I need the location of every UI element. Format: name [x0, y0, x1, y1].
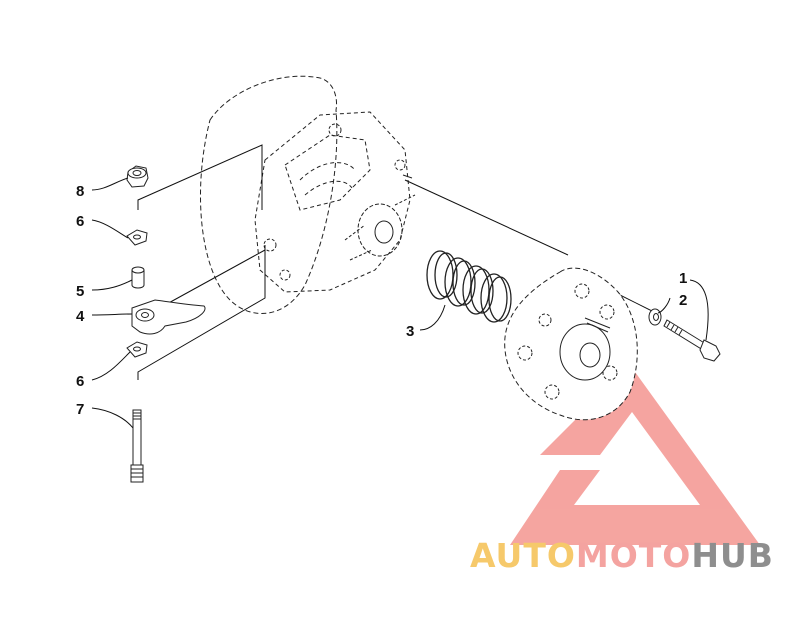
bolt	[663, 319, 721, 362]
axis-line-main	[404, 179, 569, 256]
bolt-threads	[666, 321, 683, 336]
automotohub-logo	[510, 365, 760, 545]
spider-window	[284, 134, 371, 211]
cover-plate	[504, 267, 638, 421]
callout-leaders	[91, 177, 709, 429]
roller-arm	[131, 299, 206, 335]
stud-bracket-line	[137, 245, 266, 380]
washer	[648, 308, 662, 326]
callout-8: 8	[76, 183, 84, 200]
pin-stud	[130, 409, 144, 483]
callout-labels: 8 6 5 4 6 7 3 1 2	[76, 183, 687, 418]
callout-1: 1	[679, 270, 687, 287]
spider-bolt-lower	[279, 269, 291, 281]
cover-embossing	[584, 317, 611, 333]
spider-body	[254, 111, 411, 293]
spider-bolt-right	[394, 159, 406, 171]
logo-triangle-mark	[510, 365, 760, 545]
callout-2: 2	[679, 292, 687, 309]
hub-spokes	[344, 194, 416, 261]
sheave-outline	[199, 75, 338, 314]
wordmark-hub: HUB	[691, 536, 774, 575]
bolt-shank	[663, 319, 707, 351]
automotohub-wordmark: AUTOMOTOHUB	[470, 536, 774, 575]
washer-upper	[126, 229, 148, 246]
callout-6-upper: 6	[76, 213, 84, 230]
stud-threads-top	[133, 412, 141, 420]
arm-pin-line	[164, 249, 266, 306]
callout-6-lower: 6	[76, 373, 84, 390]
lock-nut	[126, 165, 149, 188]
stud-threads-bottom	[131, 468, 143, 478]
callout-7: 7	[76, 401, 84, 418]
spider-bolt-left	[263, 238, 277, 252]
callout-5: 5	[76, 283, 84, 300]
bolt-head	[699, 339, 721, 362]
bushing	[131, 266, 145, 289]
washer-lower	[126, 341, 148, 358]
hub-bore	[374, 220, 394, 244]
svg-text:AUTOMOTOHUB: AUTOMOTOHUB	[470, 536, 774, 575]
spider-bolt-top	[328, 123, 342, 137]
housing-stud	[402, 174, 413, 179]
callout-3: 3	[406, 323, 414, 340]
clutch-housing	[199, 75, 416, 314]
hub-boss	[357, 203, 403, 257]
logo-inner-cut	[600, 440, 668, 490]
spider-rib	[299, 162, 356, 196]
wordmark-moto: MOTO	[576, 536, 691, 575]
wordmark-auto: AUTO	[470, 536, 576, 575]
cover-bore	[579, 342, 601, 368]
spring	[426, 250, 512, 323]
arm-bracket-line	[137, 144, 263, 210]
callout-4: 4	[76, 308, 85, 325]
